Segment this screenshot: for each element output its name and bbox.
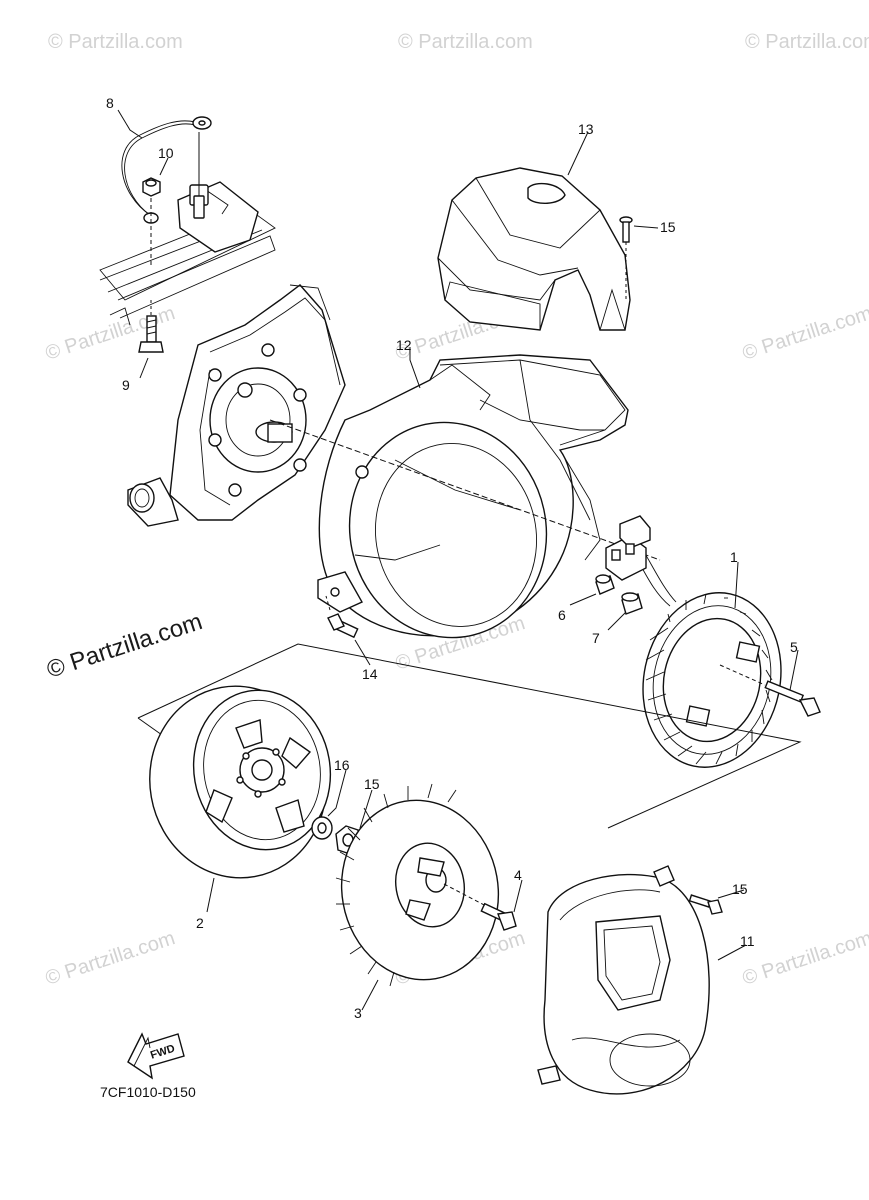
callout-14: 14 xyxy=(362,666,378,682)
diagram-code: 7CF1010-D150 xyxy=(100,1084,196,1100)
cover-part-11 xyxy=(537,865,710,1095)
screw-part-15-bottom xyxy=(688,894,723,915)
callout-9: 9 xyxy=(122,377,130,393)
callout-1: 1 xyxy=(730,549,738,565)
callout-5: 5 xyxy=(790,639,798,655)
flywheel-part-2 xyxy=(149,685,332,879)
leader-lines xyxy=(117,109,799,1011)
callout-2: 2 xyxy=(196,915,204,931)
collar-part-7 xyxy=(621,592,643,615)
washer-part-17 xyxy=(311,816,333,840)
ground-bracket xyxy=(177,181,259,253)
callout-10: 10 xyxy=(158,145,174,161)
callout-3: 3 xyxy=(354,1005,362,1021)
watermark: © Partzilla.com xyxy=(398,31,533,53)
bolt-part-4 xyxy=(443,883,517,931)
bolt-part-9 xyxy=(138,300,164,353)
shroud-part-12 xyxy=(317,354,629,639)
watermark-main: © Partzilla.com xyxy=(44,608,206,684)
fwd-arrow-icon: FWD xyxy=(127,1032,185,1080)
callout-4: 4 xyxy=(514,867,522,883)
stator-connector xyxy=(605,515,651,581)
callout-11: 11 xyxy=(740,933,755,949)
watermark: © Partzilla.com xyxy=(740,302,869,365)
callout-17: 16 xyxy=(334,757,350,773)
assembly-frame xyxy=(137,643,802,829)
watermark: © Partzilla.com xyxy=(745,31,869,53)
callout-labels: 8 10 9 13 15 12 1 5 6 7 14 16 15 2 3 4 1… xyxy=(106,95,798,1021)
stator-part-1 xyxy=(629,539,782,768)
bolt-part-5 xyxy=(719,664,821,717)
callout-12: 12 xyxy=(396,337,412,353)
watermark: © Partzilla.com xyxy=(48,31,183,53)
bolt-part-14 xyxy=(325,595,359,639)
watermark: © Partzilla.com xyxy=(43,927,178,990)
callout-16: 15 xyxy=(364,776,380,792)
callout-7: 7 xyxy=(592,630,600,646)
nut-part-10 xyxy=(142,177,161,265)
watermark: © Partzilla.com xyxy=(43,302,178,365)
fan-part-3 xyxy=(335,783,500,987)
callout-15-bottom: 15 xyxy=(732,881,748,897)
crankcase-cover xyxy=(127,284,346,527)
callout-15-top: 15 xyxy=(660,219,676,235)
callout-8: 8 xyxy=(106,95,114,111)
callout-6: 6 xyxy=(558,607,566,623)
callout-13: 13 xyxy=(578,121,594,137)
cover-part-13 xyxy=(437,167,631,331)
watermark: © Partzilla.com xyxy=(740,927,869,990)
collar-part-6 xyxy=(595,574,615,595)
screw-part-15-top xyxy=(619,216,633,300)
